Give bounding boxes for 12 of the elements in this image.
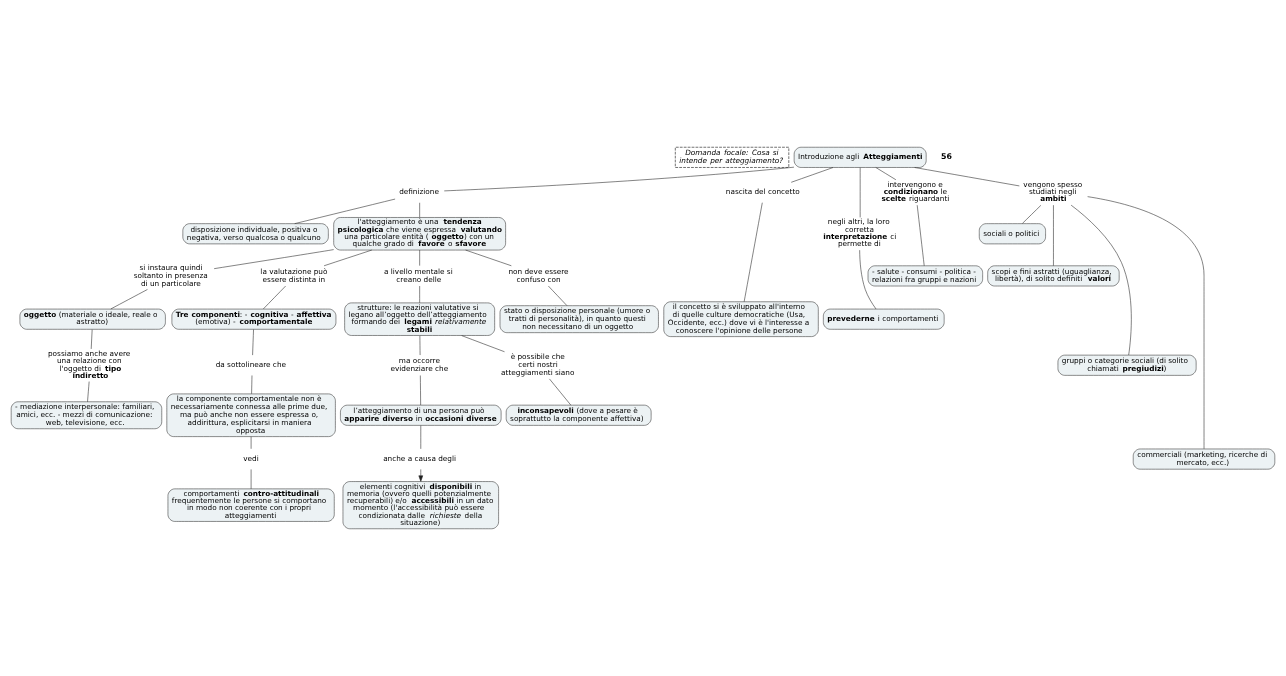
connector <box>294 198 396 224</box>
connector <box>87 381 90 403</box>
connector <box>465 249 512 267</box>
arrow <box>418 469 424 482</box>
connector <box>323 249 373 267</box>
connector <box>444 166 795 192</box>
connector <box>110 289 148 310</box>
connector <box>914 167 1020 187</box>
connector <box>790 167 834 183</box>
connector <box>461 335 505 353</box>
connector <box>419 249 420 266</box>
connector <box>875 167 897 181</box>
